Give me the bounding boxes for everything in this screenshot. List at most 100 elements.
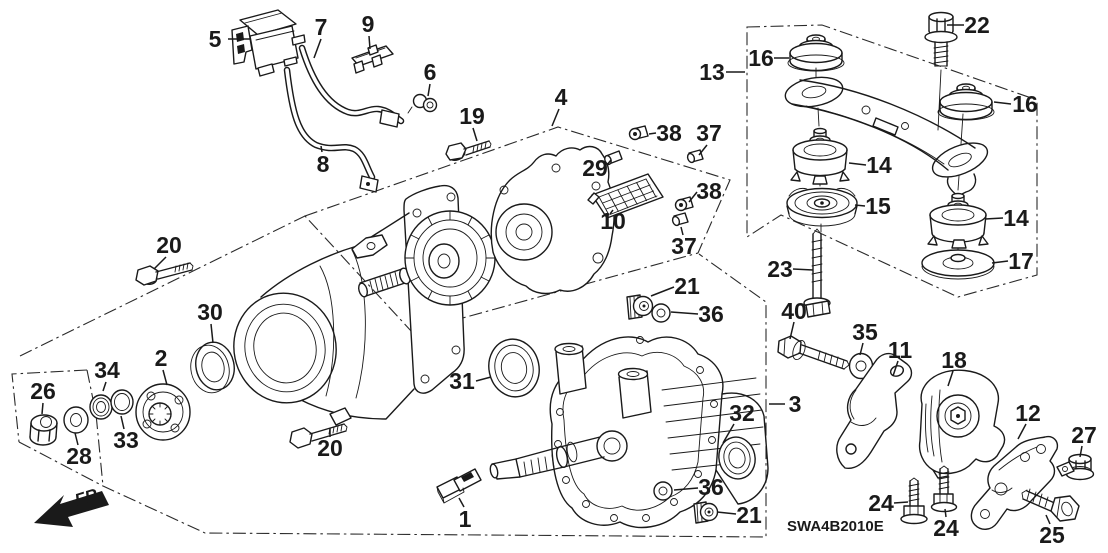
leader-line-37-44	[680, 226, 684, 236]
leader-line-14-13	[984, 217, 1004, 220]
callout-part-20-31: 20	[156, 232, 182, 258]
part-14-mount-rubber-left	[790, 127, 850, 185]
leader-line-24-23	[944, 508, 947, 518]
callout-part-12-20: 12	[1015, 400, 1041, 426]
part-12-mount-bracket	[970, 435, 1059, 530]
part-6-tube-clip	[407, 93, 438, 114]
callout-part-27-21: 27	[1071, 422, 1097, 448]
part-36-sealing-washer-lower	[653, 481, 673, 501]
part-36-sealing-washer-upper	[651, 303, 671, 323]
leader-line-28-27	[74, 432, 79, 446]
leader-line-8-4	[320, 145, 323, 153]
callout-part-3-40: 3	[789, 391, 802, 417]
part-16-mount-rubber-right	[937, 83, 995, 121]
callout-part-37-44: 37	[671, 233, 697, 259]
callout-part-24-23: 24	[933, 515, 959, 541]
callout-part-26-25: 26	[30, 378, 56, 404]
part-14-mount-rubber-right	[927, 192, 989, 249]
part-24-flange-bolt-left	[900, 477, 928, 525]
leader-line-29-45	[606, 159, 612, 166]
leader-line-7-1	[313, 38, 322, 59]
leader-line-34-26	[102, 381, 107, 392]
leader-line-26-25	[41, 402, 44, 415]
part-23-long-bolt	[803, 228, 831, 318]
part-2-companion-flange	[135, 383, 191, 441]
callout-part-37-42: 37	[696, 120, 722, 146]
callout-part-1-39: 1	[459, 506, 472, 532]
part-21-drain-plug-lower	[693, 501, 719, 524]
callout-part-25-24: 25	[1039, 522, 1065, 548]
part-38-check-ball-cap-b	[674, 196, 694, 212]
part-11-mount-bracket	[836, 352, 913, 470]
leader-line-36-37	[673, 487, 699, 491]
callout-part-9-2: 9	[362, 11, 375, 37]
part-13-mount-bracket-arm	[784, 76, 989, 197]
boundary-box-13	[746, 24, 1038, 298]
part-33-o-ring	[110, 389, 134, 415]
callout-part-14-11: 14	[866, 152, 892, 178]
part-30-oil-seal	[190, 341, 235, 394]
part-15-mount-rubber-seat	[786, 187, 858, 227]
part-31-oil-seal	[488, 338, 540, 398]
rear-differential-carrier	[489, 336, 769, 529]
boundary-left-diagonal	[19, 215, 306, 357]
part-8-breather-tube	[283, 66, 379, 193]
part-10-strainer	[587, 173, 664, 219]
callout-part-5-0: 5	[209, 26, 222, 52]
callout-part-32-34: 32	[729, 400, 755, 426]
leader-line-37-42	[698, 144, 708, 156]
leader-line-10-46	[609, 209, 614, 215]
callout-part-21-38: 21	[736, 502, 762, 528]
leader-line-24-22	[893, 501, 909, 504]
part-34-seal-ring	[89, 394, 113, 420]
callout-part-17-14: 17	[1008, 248, 1034, 274]
callout-part-7-1: 7	[315, 14, 328, 40]
callout-part-21-36: 21	[674, 273, 700, 299]
callout-part-14-13: 14	[1003, 205, 1029, 231]
part-7-breather-tube	[298, 44, 405, 128]
part-21-drain-plug-upper	[626, 294, 654, 320]
leader-line-33-28	[120, 415, 125, 430]
callout-part-28-27: 28	[66, 443, 92, 469]
callout-part-11-18: 11	[888, 337, 913, 363]
part-37-check-valve-a	[686, 149, 704, 164]
callout-part-36-35: 36	[698, 301, 724, 327]
part-17-mount-washer	[921, 249, 995, 280]
leader-line-18-19	[947, 370, 954, 387]
leader-line-23-15	[792, 268, 814, 271]
leader-line-38-41	[648, 132, 657, 135]
part-38-check-ball-cap-a	[628, 125, 649, 141]
leader-line-32-34	[722, 423, 735, 444]
part-26-flange-nut	[29, 414, 58, 446]
callout-part-24-22: 24	[868, 490, 894, 516]
part-19-flange-bolt	[445, 140, 492, 161]
leader-line-21-36	[650, 286, 675, 297]
part-4-pump-cover	[490, 145, 615, 295]
leader-line-21-38	[716, 511, 737, 515]
callout-part-40-16: 40	[781, 298, 807, 324]
leader-line-25-24	[1045, 514, 1051, 525]
callout-part-15-12: 15	[865, 193, 891, 219]
part-1-stopper-bracket	[436, 468, 482, 504]
part-28-washer	[63, 406, 89, 434]
callout-part-6-3: 6	[424, 59, 437, 85]
leader-line-15-12	[854, 204, 866, 207]
part-4-clutch-drum	[404, 210, 496, 306]
leader-line-1-39	[458, 497, 465, 508]
leader-line-16-10	[993, 101, 1012, 105]
callout-part-18-19: 18	[941, 347, 967, 373]
part-24-flange-bolt-right	[930, 465, 958, 513]
leader-line-9-2	[368, 35, 371, 50]
part-40-flange-bolt	[777, 335, 850, 370]
callout-part-35-17: 35	[852, 319, 878, 345]
callout-part-23-15: 23	[767, 256, 793, 282]
callout-part-29-45: 29	[582, 155, 608, 181]
leader-line-38-43	[688, 191, 698, 203]
callout-part-4-6: 4	[555, 84, 568, 110]
callout-part-31-33: 31	[449, 368, 475, 394]
leader-line-14-11	[848, 162, 867, 166]
callout-part-22-9: 22	[964, 12, 990, 38]
boundary-box-4	[304, 126, 731, 333]
